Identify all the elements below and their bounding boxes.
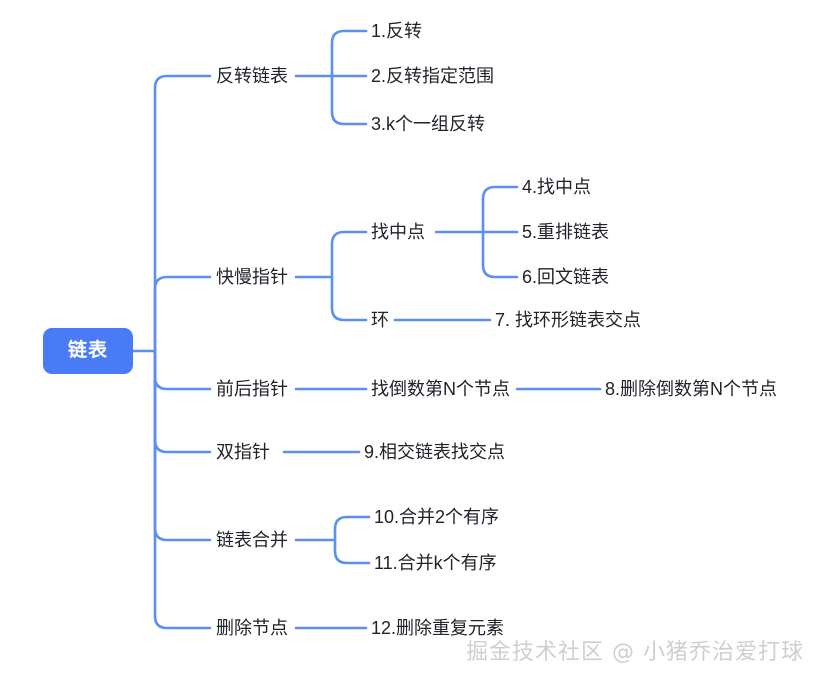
leaf-node-4-find-middle[interactable]: 4.找中点 [522,177,592,197]
branch-node-prev-next-pointer[interactable]: 前后指针 [216,379,288,399]
leaf-node-6-palindrome-list[interactable]: 6.回文链表 [522,267,610,287]
sub-node-find-middle[interactable]: 找中点 [371,222,425,242]
leaf-node-5-reorder-list[interactable]: 5.重排链表 [522,222,610,242]
branch-node-two-pointer[interactable]: 双指针 [216,442,270,462]
leaf-node-9-intersection-of-lists[interactable]: 9.相交链表找交点 [364,442,506,462]
leaf-node-7-cycle-intersection[interactable]: 7. 找环形链表交点 [495,310,642,330]
root-node-linked-list[interactable]: 链表 [43,328,133,374]
branch-node-delete-node[interactable]: 删除节点 [216,618,288,638]
sub-node-cycle[interactable]: 环 [371,310,389,330]
leaf-node-2-reverse-range[interactable]: 2.反转指定范围 [371,66,495,86]
sub-node-find-nth-from-end[interactable]: 找倒数第N个节点 [371,379,510,399]
watermark-text: 掘金技术社区 @ 小猪乔治爱打球 [466,640,804,665]
branch-node-fast-slow-pointer[interactable]: 快慢指针 [216,267,288,287]
leaf-node-11-merge-k-sorted[interactable]: 11.合并k个有序 [374,553,497,573]
branch-node-merge-list[interactable]: 链表合并 [216,530,288,550]
leaf-node-10-merge-two-sorted[interactable]: 10.合并2个有序 [374,507,500,527]
leaf-node-3-reverse-k-group[interactable]: 3.k个一组反转 [371,114,486,134]
leaf-node-1-reverse[interactable]: 1.反转 [371,21,423,41]
leaf-node-12-remove-duplicates[interactable]: 12.删除重复元素 [371,618,505,638]
branch-node-reverse-list[interactable]: 反转链表 [216,66,288,86]
leaf-node-8-remove-nth-from-end[interactable]: 8.删除倒数第N个节点 [605,379,778,399]
